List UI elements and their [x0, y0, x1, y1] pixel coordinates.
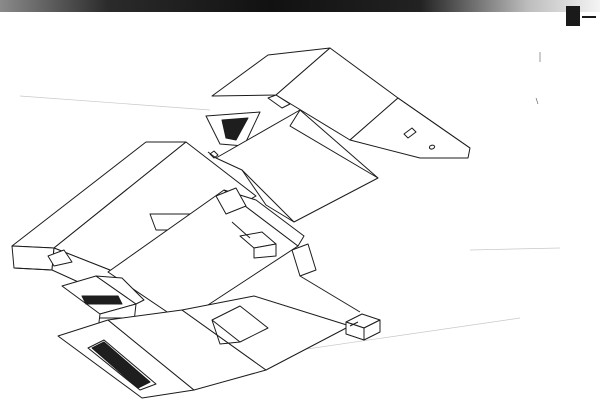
- corner-tick: [582, 16, 596, 18]
- scan-edge-bar: [0, 0, 600, 12]
- corner-mark: [566, 6, 580, 26]
- middle-step-block: [107, 187, 361, 323]
- small-cube: [345, 313, 381, 341]
- bottom-block: [57, 295, 351, 399]
- upper-right-block: [205, 47, 471, 159]
- scan-artifacts: [19, 52, 561, 351]
- central-connector-block: [207, 109, 379, 223]
